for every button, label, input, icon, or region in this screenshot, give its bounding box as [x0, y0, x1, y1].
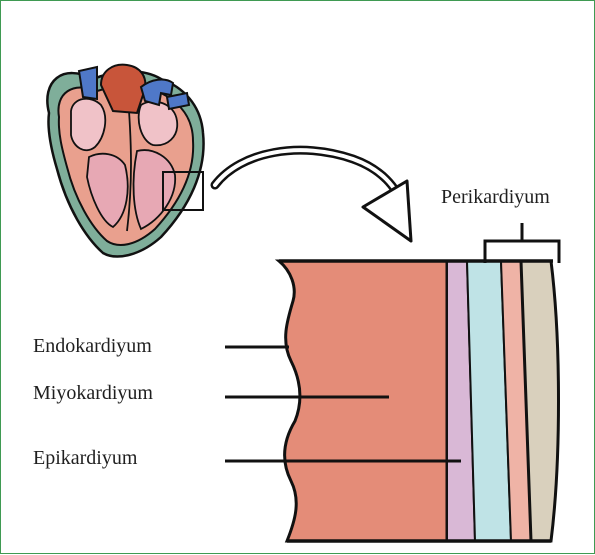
pericardium-label: Perikardiyum — [441, 186, 550, 208]
heart-illustration — [47, 65, 203, 257]
pericardium-bracket — [485, 223, 559, 263]
endocardium-label: Endokardiyum — [33, 335, 152, 357]
curved-arrow-icon — [215, 150, 411, 241]
wall-section — [279, 261, 559, 541]
pulmonary-vein — [167, 93, 189, 109]
myocardium-layer — [279, 261, 447, 541]
epicardium-label: Epikardiyum — [33, 447, 138, 469]
myocardium-label: Miyokardiyum — [33, 382, 153, 404]
superior-vena-cava — [79, 67, 97, 99]
